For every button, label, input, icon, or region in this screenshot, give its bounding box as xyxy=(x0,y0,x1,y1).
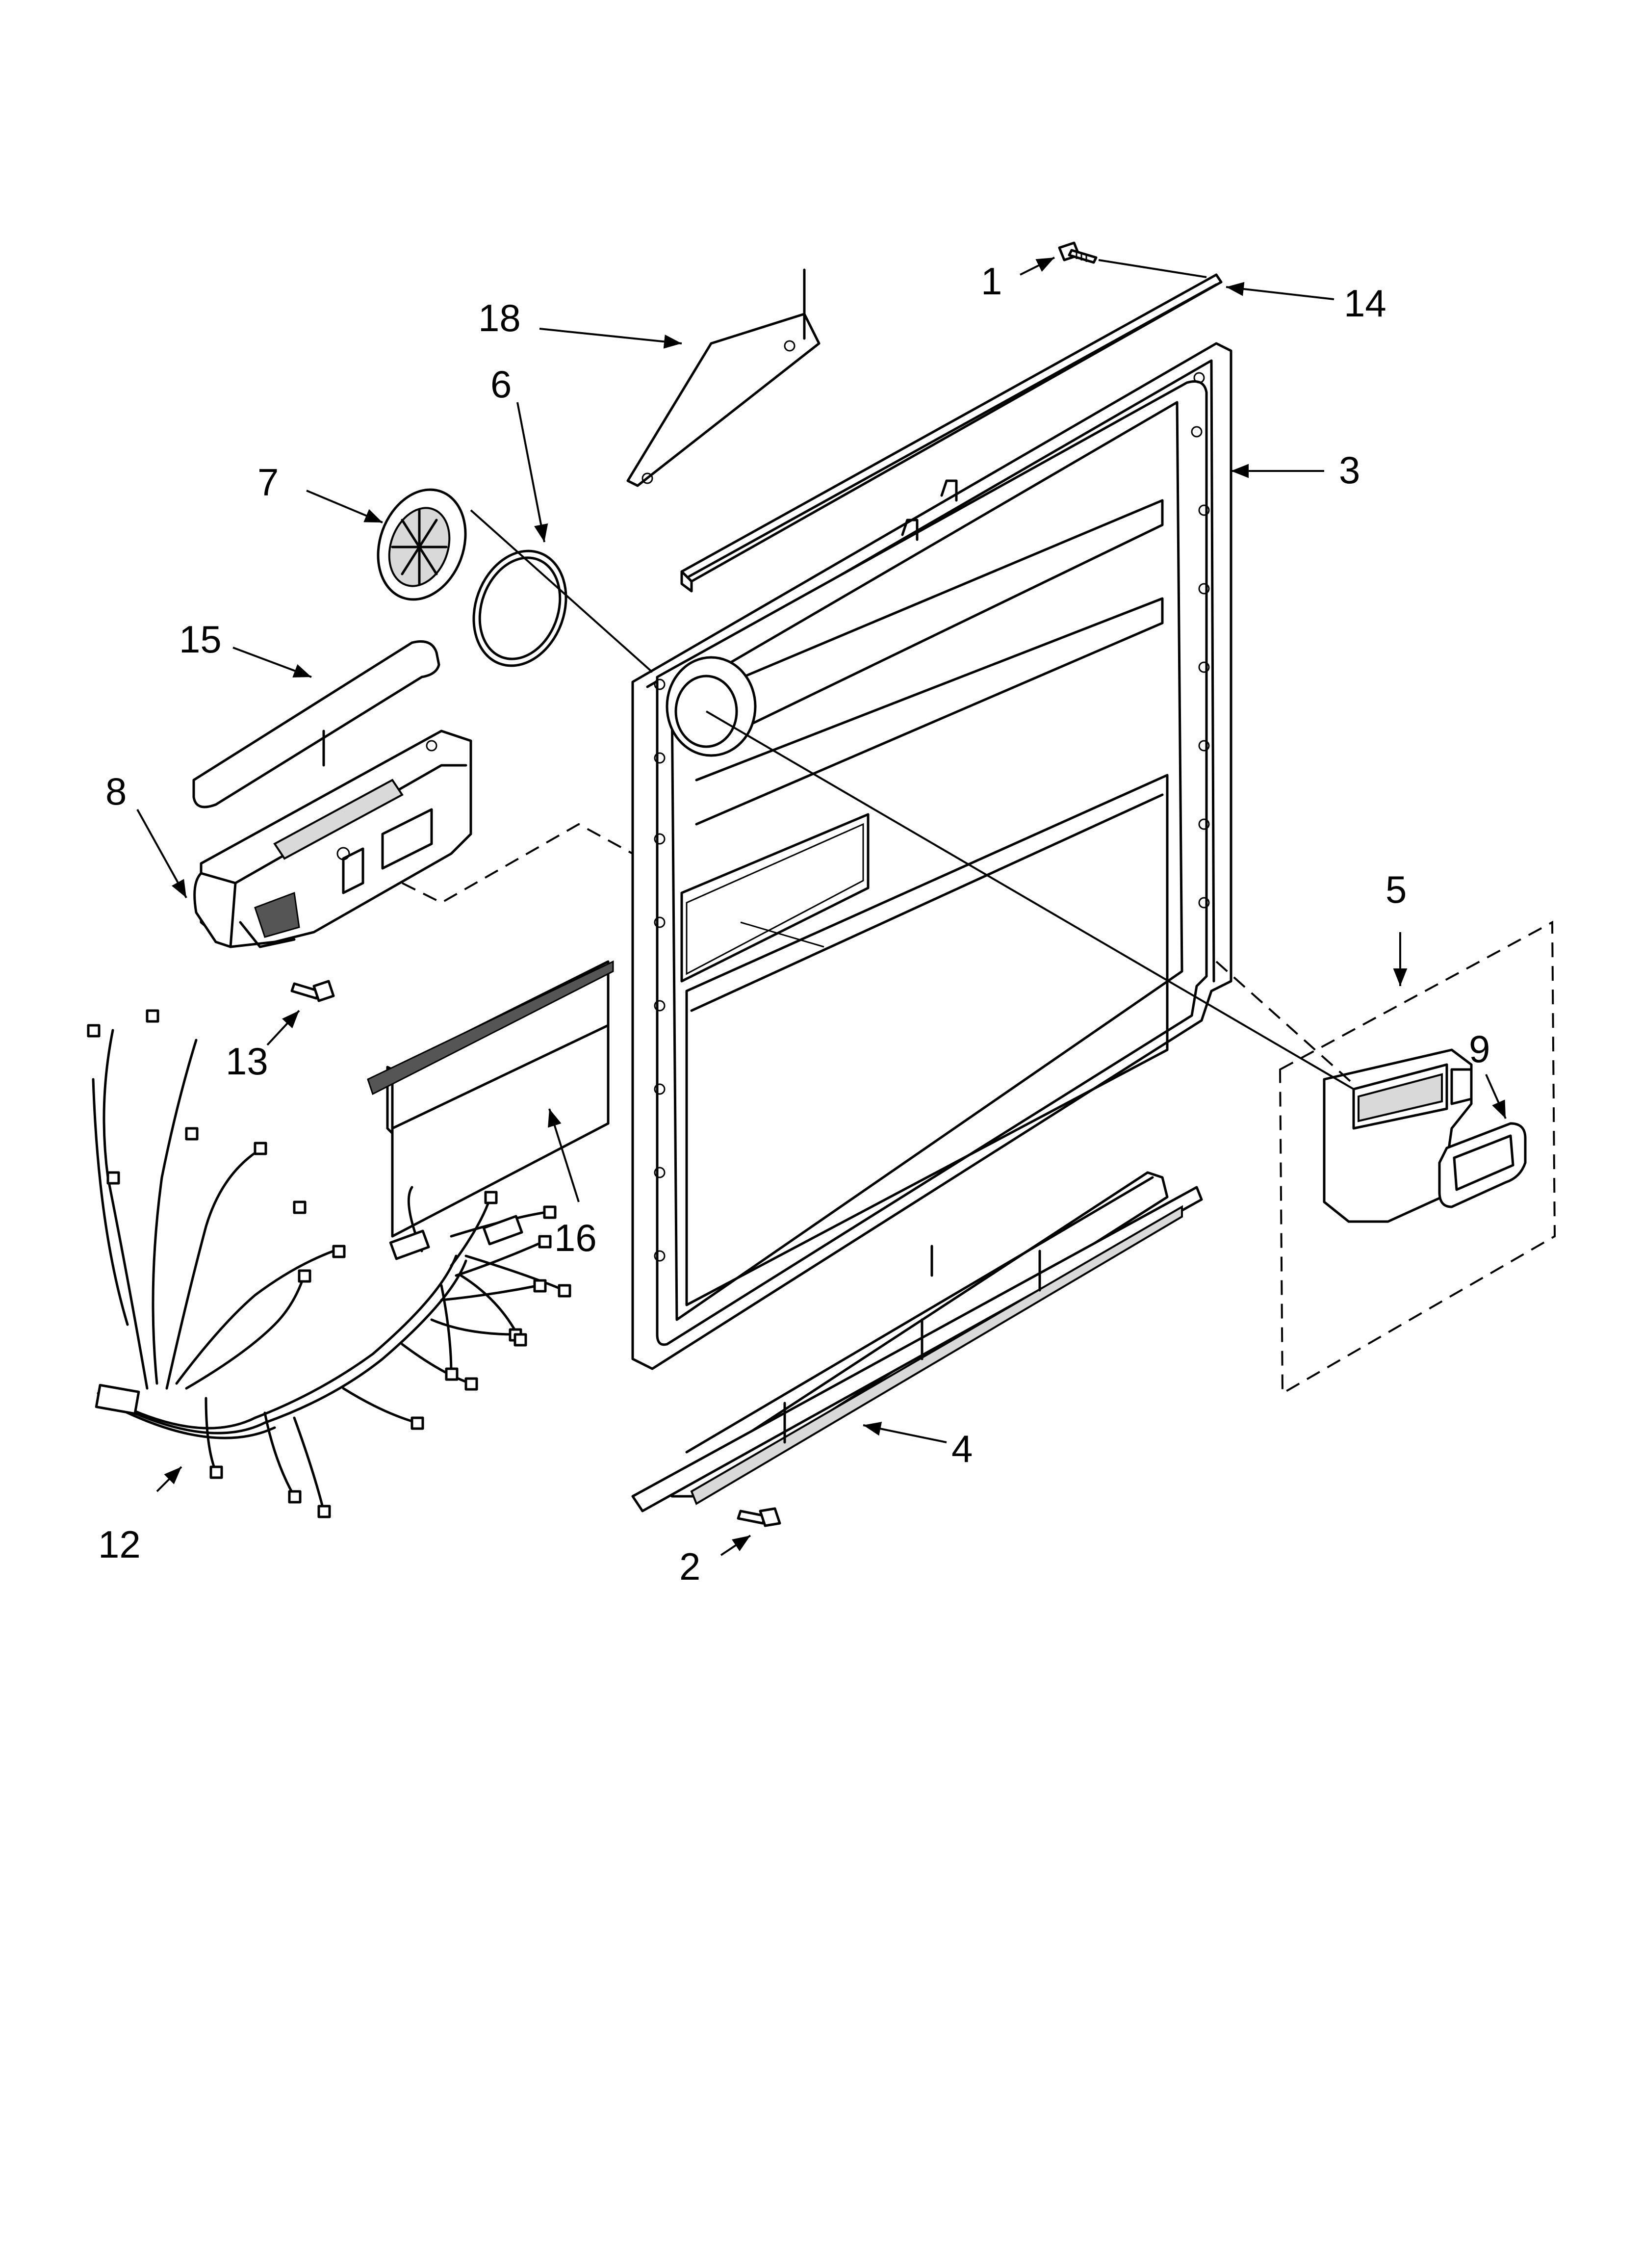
screw-2 xyxy=(737,1507,781,1527)
vent-duct-assembly xyxy=(1279,920,1556,1395)
callout-15: 15 xyxy=(179,618,222,661)
wire-harness xyxy=(87,1009,571,1518)
callout-arrows xyxy=(136,257,1507,1556)
vent-grille xyxy=(377,488,467,601)
callout-18: 18 xyxy=(478,296,521,339)
inner-door-panel xyxy=(631,342,1232,1370)
callout-2: 2 xyxy=(679,1545,700,1588)
callout-12: 12 xyxy=(98,1523,141,1566)
callout-labels: 1 2 3 4 5 6 7 8 9 12 13 14 15 16 18 xyxy=(98,260,1490,1588)
callout-6: 6 xyxy=(490,363,512,406)
screw-13 xyxy=(290,980,335,1002)
callout-9: 9 xyxy=(1469,1027,1490,1070)
callout-1: 1 xyxy=(981,260,1002,303)
callout-16: 16 xyxy=(554,1216,597,1259)
callout-3: 3 xyxy=(1339,448,1360,492)
vent-gasket xyxy=(472,549,567,667)
screw-1 xyxy=(1058,241,1098,264)
dispenser-cover xyxy=(192,640,440,808)
callout-14: 14 xyxy=(1344,282,1386,325)
duct-gasket xyxy=(1438,1122,1527,1208)
callout-5: 5 xyxy=(1385,868,1407,911)
top-trim-strip xyxy=(680,273,1223,593)
bottom-door-trim xyxy=(631,1171,1203,1512)
callout-8: 8 xyxy=(105,770,127,813)
callout-4: 4 xyxy=(951,1427,973,1470)
assembly-leaders xyxy=(402,509,1355,1090)
lower-baffle xyxy=(367,960,614,1238)
callout-7: 7 xyxy=(257,461,279,504)
vent-bracket xyxy=(626,268,821,487)
dispenser-assembly xyxy=(193,730,472,948)
callout-13: 13 xyxy=(226,1040,268,1083)
